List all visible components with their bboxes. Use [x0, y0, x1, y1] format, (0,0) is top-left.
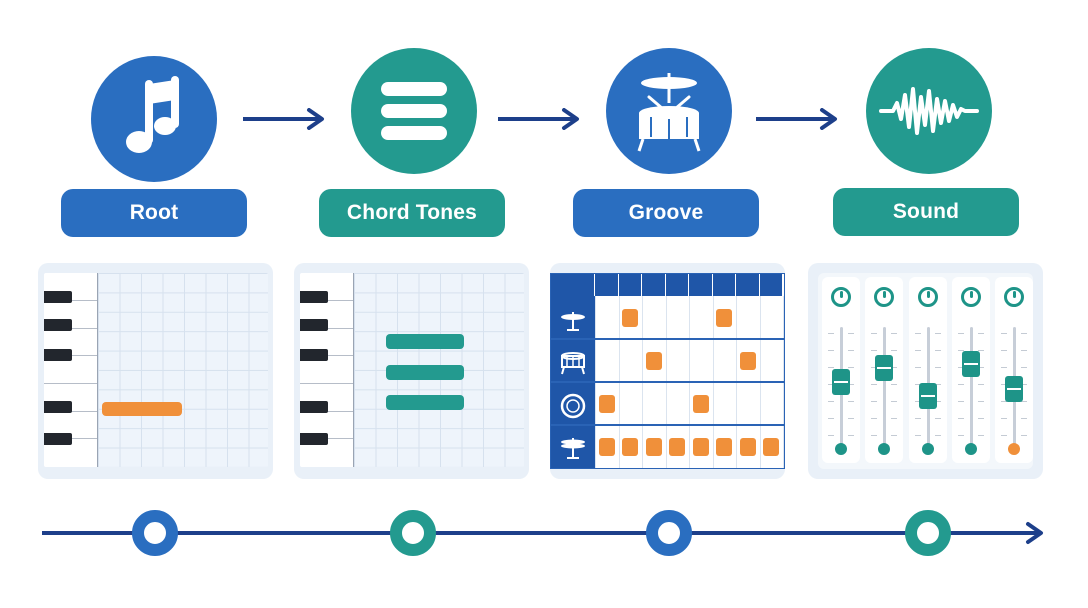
waveform-icon [879, 87, 979, 135]
pan-knob[interactable] [917, 287, 938, 307]
timeline [42, 521, 1052, 550]
hi-hat-icon [561, 438, 585, 459]
step-label-root: Root [61, 189, 247, 237]
channel-indicator-dot [964, 443, 977, 455]
drum-step-header [759, 274, 783, 296]
cymbal-icon [561, 312, 585, 331]
piano-roll [300, 273, 524, 467]
drum-hit[interactable] [692, 437, 709, 456]
step-label-chord-tones: Chord Tones [319, 189, 505, 237]
drum-step-header [665, 274, 689, 296]
drum-hit[interactable] [739, 437, 756, 456]
volume-fader[interactable] [918, 383, 937, 410]
timeline-node-sound [905, 510, 951, 556]
groove-circle [606, 48, 732, 174]
root-piano-roll-panel [38, 263, 273, 479]
drum-hit[interactable] [739, 351, 756, 370]
sound-circle [866, 48, 992, 174]
volume-fader[interactable] [875, 355, 894, 382]
drum-step-header [618, 274, 642, 296]
drum-sequencer [550, 273, 785, 469]
drum-hit[interactable] [622, 308, 639, 327]
sound-mixer-panel [808, 263, 1043, 479]
chord-tones-circle [351, 48, 477, 174]
drum-hit[interactable] [716, 437, 733, 456]
step-label-sound: Sound [833, 188, 1019, 236]
piano-roll [44, 273, 268, 467]
timeline-node-groove [646, 510, 692, 556]
mixer-channel-strip [865, 277, 904, 463]
music-note-icon [126, 76, 179, 153]
mixer-console [818, 273, 1033, 469]
flow-arrow-3 [756, 108, 840, 135]
root-music-note-circle [91, 56, 217, 182]
timeline-node-chord-tones [390, 510, 436, 556]
channel-indicator-dot [835, 443, 847, 455]
channel-indicator-dot [921, 443, 934, 455]
fader-track [883, 327, 887, 447]
chord-note-bottom [386, 395, 464, 410]
chord-tones-piano-roll-panel [294, 263, 529, 479]
drum-kit-icon [637, 73, 701, 152]
mixer-channel-strip [951, 277, 990, 463]
drum-step-header [736, 274, 760, 296]
drum-hit[interactable] [622, 437, 639, 456]
pan-knob[interactable] [831, 287, 851, 307]
volume-fader[interactable] [1005, 375, 1023, 402]
note-grid [98, 273, 268, 467]
drum-hit[interactable] [598, 437, 615, 456]
flow-arrow-1 [243, 108, 327, 135]
flow-arrow-2 [498, 108, 582, 135]
drum-hit[interactable] [692, 394, 709, 413]
mixer-channel-strip [822, 277, 860, 463]
fader-track [969, 327, 973, 447]
pan-knob[interactable] [874, 287, 895, 307]
piano-keys [44, 273, 98, 467]
drum-step-header [689, 274, 713, 296]
bass-drum-icon [560, 393, 586, 419]
drum-hit[interactable] [763, 437, 780, 456]
drum-hit[interactable] [716, 308, 733, 327]
chord-note-top [386, 334, 464, 349]
mixer-channel-strip [995, 277, 1033, 463]
step-label-groove: Groove [573, 189, 759, 237]
volume-fader[interactable] [961, 350, 980, 377]
drum-hit[interactable] [669, 437, 686, 456]
drum-step-header [712, 274, 736, 296]
snare-drum-icon [561, 352, 585, 375]
pan-knob[interactable] [1004, 287, 1024, 307]
drum-step-header [595, 274, 619, 296]
drum-step-header [642, 274, 666, 296]
volume-fader[interactable] [832, 369, 850, 396]
drum-step-header [551, 274, 595, 296]
pan-knob[interactable] [960, 287, 981, 307]
groove-drum-grid-panel [550, 263, 785, 479]
chord-note-middle [386, 365, 464, 380]
stacked-bars-icon [381, 82, 447, 140]
piano-keys [300, 273, 354, 467]
drum-hit[interactable] [645, 437, 662, 456]
channel-indicator-dot [1008, 443, 1020, 455]
drum-hit[interactable] [645, 351, 662, 370]
mixer-channel-strip [908, 277, 947, 463]
drum-hit[interactable] [598, 394, 615, 413]
timeline-node-root [132, 510, 178, 556]
channel-indicator-dot [878, 443, 891, 455]
root-note [102, 402, 182, 416]
